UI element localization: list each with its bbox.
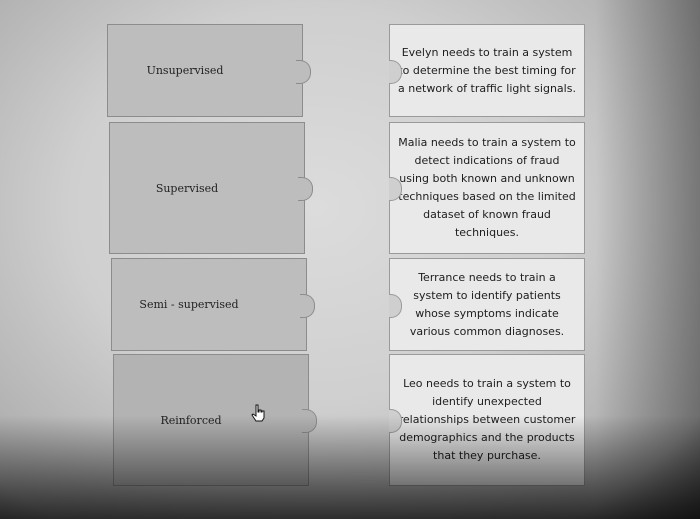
term-tile-semi-supervised[interactable]: Semi - supervised <box>111 258 315 351</box>
description-target-2[interactable]: Malia needs to train a system to detect … <box>389 122 585 254</box>
description-target-4[interactable]: Leo needs to train a system to identify … <box>389 354 585 486</box>
description-target-1[interactable]: Evelyn needs to train a system to determ… <box>389 24 585 117</box>
term-label: Supervised <box>155 181 219 195</box>
term-label: Reinforced <box>160 413 222 427</box>
description-target-3[interactable]: Terrance needs to train a system to iden… <box>389 258 585 351</box>
term-tile-reinforced[interactable]: Reinforced <box>113 354 317 486</box>
connector-tab <box>298 177 313 201</box>
term-label: Unsupervised <box>146 64 224 77</box>
term-tile-unsupervised[interactable]: Unsupervised <box>107 24 311 117</box>
description-text: Terrance needs to train a system to iden… <box>409 270 565 338</box>
connector-tab <box>300 293 315 318</box>
hand-pointer-icon <box>251 404 265 422</box>
term-label: Semi - supervised <box>139 298 239 311</box>
connector-tab <box>302 409 317 433</box>
description-text: Evelyn needs to train a system to determ… <box>398 45 576 95</box>
description-text: Malia needs to train a system to detect … <box>398 136 576 239</box>
term-tile-supervised[interactable]: Supervised <box>109 122 313 254</box>
connector-tab <box>296 59 311 84</box>
description-text: Leo needs to train a system to identify … <box>398 377 576 462</box>
